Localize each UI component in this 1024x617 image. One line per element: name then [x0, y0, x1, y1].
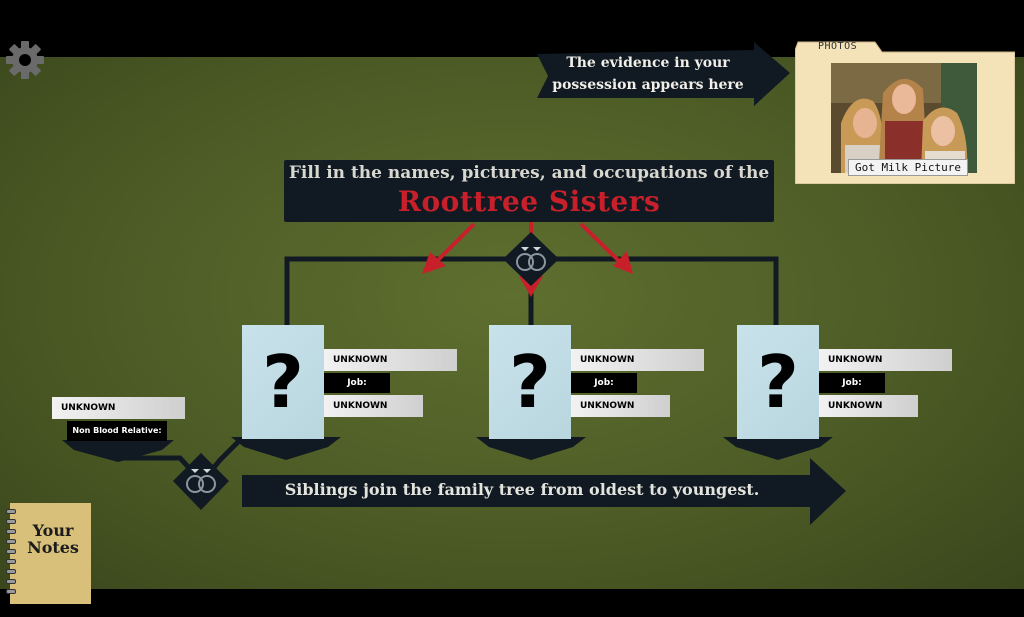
sister-1-job-label: Job: [324, 373, 390, 393]
photos-tab-label: PHOTOS [818, 41, 858, 52]
notebook-icon[interactable] [6, 503, 91, 604]
sister-2-job-field[interactable]: UNKNOWN [571, 395, 670, 417]
sister-3-job-field[interactable]: UNKNOWN [819, 395, 918, 417]
notes-label[interactable]: Your Notes [18, 522, 88, 556]
wedding-rings-icon-lower [173, 453, 229, 510]
spouse-name-field[interactable]: UNKNOWN [52, 397, 185, 419]
sister-1-name-field[interactable]: UNKNOWN [324, 349, 457, 371]
evidence-tip-line2: possession appears here [552, 77, 744, 93]
question-mark-icon: ? [509, 340, 551, 424]
banner-instruction: Fill in the names, pictures, and occupat… [288, 163, 770, 183]
evidence-tip-line1: The evidence in your [566, 55, 730, 71]
evidence-photo[interactable] [831, 63, 977, 173]
sister-1-portrait-slot[interactable]: ? [242, 325, 324, 439]
siblings-tip: Siblings join the family tree from oldes… [284, 480, 760, 499]
sister-2-name-field[interactable]: UNKNOWN [571, 349, 704, 371]
siblings-arrow [242, 458, 846, 525]
photo-caption: Got Milk Picture [848, 159, 968, 176]
sister-3-portrait-slot[interactable]: ? [737, 325, 819, 439]
sister-1-job-field[interactable]: UNKNOWN [324, 395, 423, 417]
bottom-bar [0, 589, 1024, 617]
evidence-tip: The evidence in your possession appears … [548, 52, 748, 96]
sister-2-portrait-slot[interactable]: ? [489, 325, 571, 439]
instruction-banner [284, 160, 774, 222]
notes-label-line2: Notes [27, 538, 79, 557]
notes-label-line1: Your [32, 521, 74, 540]
non-blood-relative-label: Non Blood Relative: [67, 421, 167, 441]
question-mark-icon: ? [262, 340, 304, 424]
gear-icon [6, 41, 44, 79]
wedding-rings-icon [503, 232, 559, 286]
banner-family-name: Roottree Sisters [397, 185, 661, 218]
sister-3-name-field[interactable]: UNKNOWN [819, 349, 952, 371]
evidence-arrow [537, 42, 790, 106]
question-mark-icon: ? [757, 340, 799, 424]
settings-button[interactable] [3, 38, 47, 82]
sister-3-job-label: Job: [819, 373, 885, 393]
photo-three-women [831, 63, 977, 173]
sister-2-job-label: Job: [571, 373, 637, 393]
